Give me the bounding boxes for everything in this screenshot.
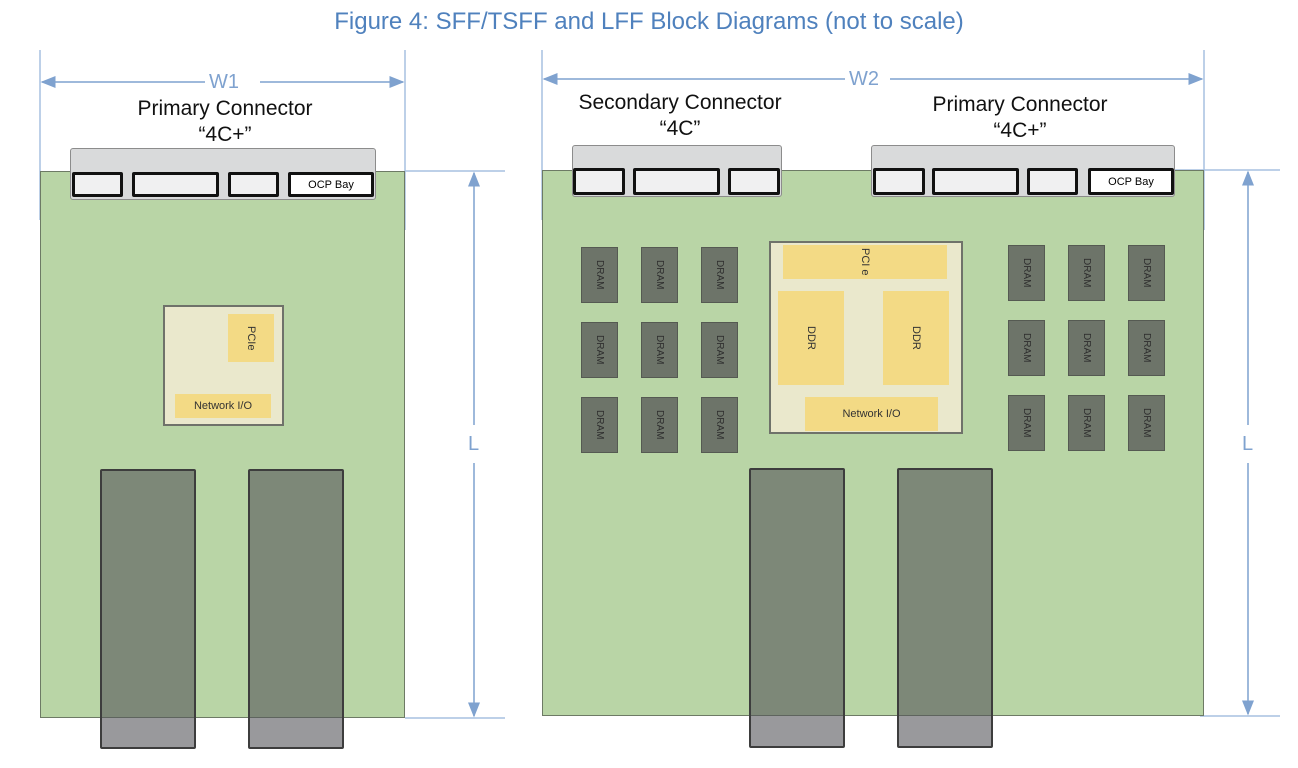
lff-pcie-label: PCI e	[859, 248, 871, 276]
dram-label: DRAM	[594, 260, 605, 290]
lff-secondary-connector-type: “4C”	[659, 117, 701, 140]
dram-label: DRAM	[1021, 333, 1032, 363]
dram-chip: DRAM	[1008, 320, 1045, 376]
sff-network-io-block: Network I/O	[175, 394, 271, 418]
dram-label: DRAM	[714, 260, 725, 290]
sff-primary-connector-label: Primary Connector “4C+”	[100, 96, 350, 148]
lff-ddr-label: DDR	[910, 326, 922, 350]
lff-primary-connector-slot	[873, 168, 925, 195]
lff-heatsink	[749, 468, 845, 748]
dram-chip: DRAM	[641, 322, 678, 378]
sff-board	[40, 171, 405, 718]
lff-ddr-block: DDR	[778, 291, 844, 385]
dram-chip: DRAM	[1008, 245, 1045, 301]
dram-label: DRAM	[1081, 258, 1092, 288]
dram-label: DRAM	[1141, 333, 1152, 363]
sff-connector-slot	[228, 172, 279, 197]
dram-chip: DRAM	[1008, 395, 1045, 451]
dram-label: DRAM	[1021, 258, 1032, 288]
sff-pcie-label: PCIe	[245, 325, 257, 351]
lff-ddr-label: DDR	[805, 326, 817, 350]
dram-label: DRAM	[654, 335, 665, 365]
lff-primary-connector-name: Primary Connector	[932, 93, 1108, 116]
dram-label: DRAM	[594, 410, 605, 440]
lff-network-io-block: Network I/O	[805, 397, 938, 431]
lff-heatsink	[897, 468, 993, 748]
dram-chip: DRAM	[581, 322, 618, 378]
dram-label: DRAM	[1141, 258, 1152, 288]
dram-chip: DRAM	[1068, 395, 1105, 451]
dram-chip: DRAM	[641, 397, 678, 453]
w2-label: W2	[847, 68, 881, 90]
dram-label: DRAM	[1081, 333, 1092, 363]
lff-primary-connector-slot	[1027, 168, 1078, 195]
dram-label: DRAM	[714, 335, 725, 365]
figure-title: Figure 4: SFF/TSFF and LFF Block Diagram…	[334, 8, 964, 35]
lff-ddr-block: DDR	[883, 291, 949, 385]
dram-chip: DRAM	[1128, 395, 1165, 451]
lff-primary-connector-type: “4C+”	[993, 119, 1047, 142]
sff-heatsink	[100, 469, 196, 749]
lff-secondary-connector-label: Secondary Connector “4C”	[555, 90, 805, 142]
sff-connector-slot	[72, 172, 123, 197]
lff-pcie-block: PCI e	[783, 245, 947, 279]
lff-primary-connector-label: Primary Connector “4C+”	[895, 92, 1145, 144]
dram-chip: DRAM	[581, 397, 618, 453]
sff-connector-slot	[132, 172, 219, 197]
dram-label: DRAM	[594, 335, 605, 365]
dram-label: DRAM	[654, 260, 665, 290]
dram-label: DRAM	[654, 410, 665, 440]
sff-primary-connector-type: “4C+”	[198, 123, 252, 146]
dram-chip: DRAM	[701, 397, 738, 453]
dram-label: DRAM	[714, 410, 725, 440]
lff-secondary-connector-name: Secondary Connector	[578, 91, 782, 114]
sff-ocp-bay-slot: OCP Bay	[288, 172, 374, 197]
sff-heatsink	[248, 469, 344, 749]
dram-label: DRAM	[1021, 408, 1032, 438]
dram-chip: DRAM	[1068, 320, 1105, 376]
sff-pcie-block: PCIe	[228, 314, 274, 362]
lff-ocp-bay-slot: OCP Bay	[1088, 168, 1174, 195]
dram-chip: DRAM	[1128, 245, 1165, 301]
dram-chip: DRAM	[1128, 320, 1165, 376]
l1-label: L	[466, 433, 482, 455]
dram-chip: DRAM	[1068, 245, 1105, 301]
dram-chip: DRAM	[581, 247, 618, 303]
sff-primary-connector-name: Primary Connector	[137, 97, 313, 120]
dram-label: DRAM	[1081, 408, 1092, 438]
dram-chip: DRAM	[701, 322, 738, 378]
lff-secondary-connector-slot	[633, 168, 720, 195]
l2-label: L	[1240, 433, 1256, 455]
dram-label: DRAM	[1141, 408, 1152, 438]
dram-chip: DRAM	[641, 247, 678, 303]
lff-primary-connector-slot	[932, 168, 1019, 195]
dram-chip: DRAM	[701, 247, 738, 303]
w1-label: W1	[207, 71, 241, 93]
lff-secondary-connector-slot	[728, 168, 780, 195]
lff-secondary-connector-slot	[573, 168, 625, 195]
